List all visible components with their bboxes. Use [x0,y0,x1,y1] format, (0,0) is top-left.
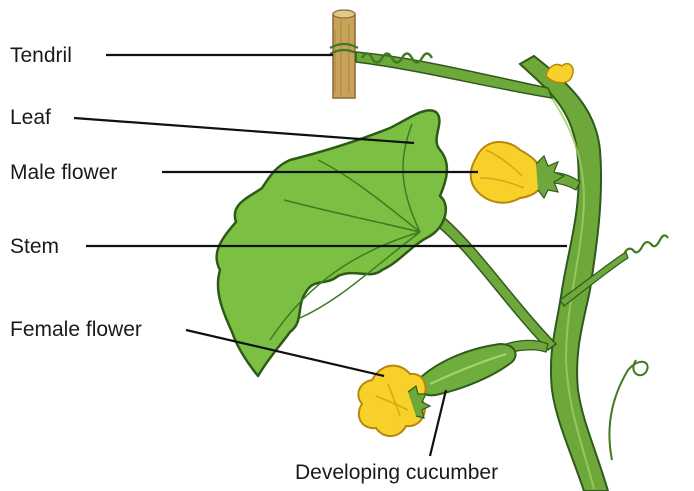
label-tendril: Tendril [10,44,72,67]
wooden-stake [330,10,358,98]
leader-line-cucumber [430,390,446,456]
label-male-flower: Male flower [10,161,117,184]
leaf-stalk [430,214,556,350]
label-stem: Stem [10,235,59,258]
label-leaf: Leaf [10,106,51,129]
female-flower [358,366,430,436]
leaf [217,110,447,376]
leader-line-leaf [74,118,414,143]
label-developing-cucumber: Developing cucumber [295,461,498,484]
main-stem [520,56,608,491]
upper-branch [356,52,552,98]
developing-cucumber [418,340,548,395]
flower-bud [546,64,573,83]
curled-tendril [609,360,647,460]
male-flower [471,142,580,203]
label-female-flower: Female flower [10,318,142,341]
